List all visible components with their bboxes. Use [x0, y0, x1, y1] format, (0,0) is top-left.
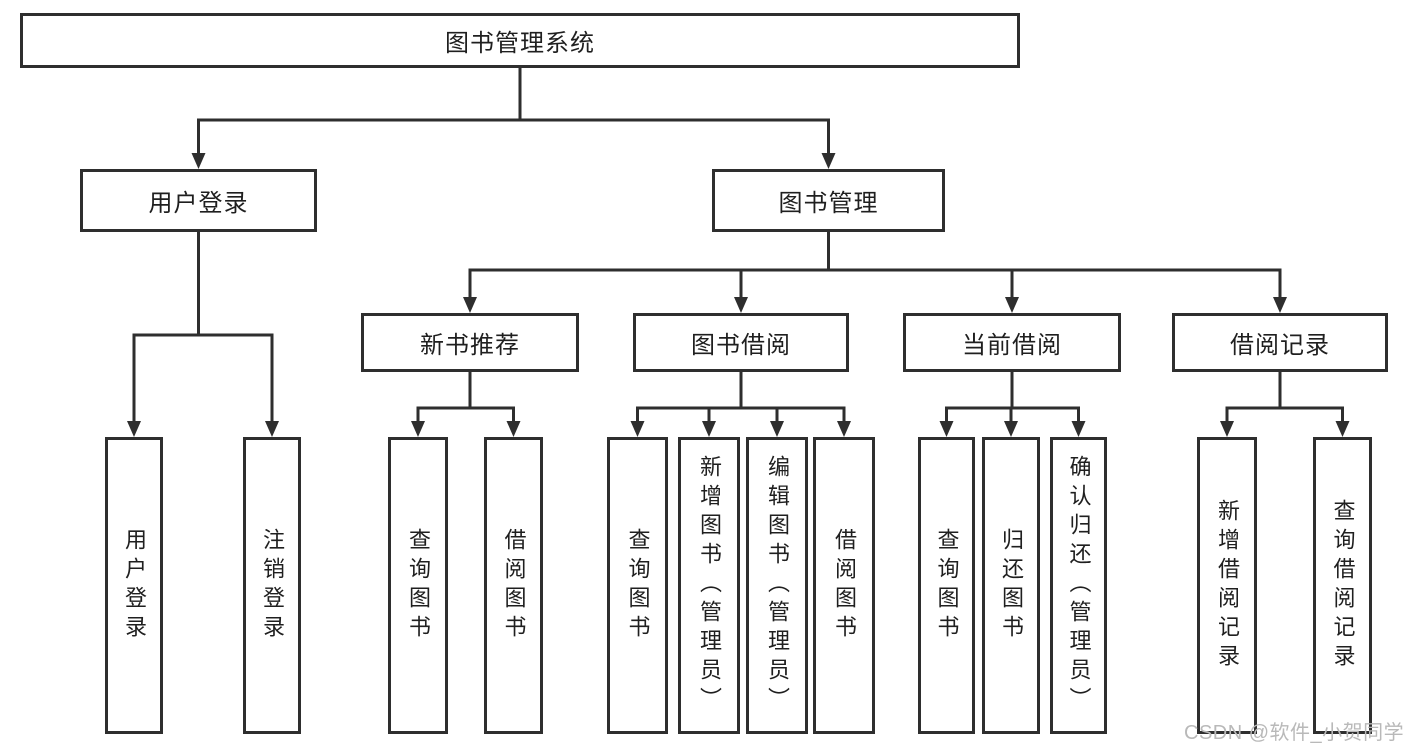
node-user-login: 用户登录 — [80, 169, 317, 232]
node-bb-borrow-book: 借阅图书 — [813, 437, 875, 734]
node-label: 新增借阅记录 — [1215, 498, 1240, 673]
arrowhead-icon — [939, 421, 954, 437]
arrowhead-icon — [506, 421, 521, 437]
node-root: 图书管理系统 — [20, 13, 1020, 68]
node-leaf-logout: 注销登录 — [243, 437, 301, 734]
node-label: 查询借阅记录 — [1330, 498, 1356, 673]
node-book-mgmt: 图书管理 — [712, 169, 945, 232]
arrowhead-icon — [1071, 421, 1086, 437]
node-leaf-user-login: 用户登录 — [105, 437, 163, 734]
node-cb-confirm-return: 确认归还（管理员） — [1050, 437, 1107, 734]
node-label: 查询图书 — [934, 527, 960, 644]
arrowhead-icon — [1273, 297, 1287, 313]
node-label: 借阅记录 — [1230, 332, 1330, 359]
node-cb-return-book: 归还图书 — [982, 437, 1040, 734]
arrowhead-icon — [265, 421, 279, 437]
node-label: 确认归还（管理员） — [1066, 455, 1092, 716]
node-current-borrow: 当前借阅 — [903, 313, 1121, 372]
node-borrow-record: 借阅记录 — [1172, 313, 1388, 372]
node-label: 注销登录 — [260, 527, 285, 644]
arrowhead-icon — [191, 153, 206, 169]
node-label: 用户登录 — [148, 190, 249, 217]
node-label: 新增图书（管理员） — [697, 455, 722, 716]
node-label: 当前借阅 — [962, 332, 1062, 359]
node-cb-query-book: 查询图书 — [918, 437, 975, 734]
node-bb-edit-book: 编辑图书（管理员） — [746, 437, 808, 734]
node-label: 图书管理 — [778, 190, 879, 217]
arrowhead-icon — [734, 297, 748, 313]
node-label: 归还图书 — [999, 527, 1024, 644]
arrowhead-icon — [127, 421, 141, 437]
arrowhead-icon — [463, 297, 477, 313]
arrowhead-icon — [1220, 421, 1234, 437]
arrowhead-icon — [702, 421, 716, 437]
watermark: CSDN @软件_小贺同学 — [1184, 722, 1405, 744]
node-book-borrow: 图书借阅 — [633, 313, 849, 372]
node-nbr-borrow-book: 借阅图书 — [484, 437, 543, 734]
arrowhead-icon — [1005, 297, 1019, 313]
arrowhead-icon — [1335, 421, 1350, 437]
arrowhead-icon — [630, 421, 645, 437]
node-label: 用户登录 — [122, 527, 147, 644]
node-br-query-record: 查询借阅记录 — [1313, 437, 1372, 734]
node-label: 查询图书 — [625, 527, 651, 644]
node-br-add-record: 新增借阅记录 — [1197, 437, 1257, 734]
node-bb-query-book: 查询图书 — [607, 437, 668, 734]
node-nbr-query-book: 查询图书 — [388, 437, 448, 734]
node-label: 借阅图书 — [832, 527, 857, 644]
arrowhead-icon — [1004, 421, 1018, 437]
node-bb-add-book: 新增图书（管理员） — [678, 437, 740, 734]
node-label: 查询图书 — [406, 527, 431, 644]
node-label: 图书管理系统 — [445, 30, 595, 57]
node-label: 新书推荐 — [420, 332, 520, 359]
node-label: 借阅图书 — [501, 527, 527, 644]
node-label: 编辑图书（管理员） — [765, 455, 790, 716]
arrowhead-icon — [770, 421, 784, 437]
node-new-book-rec: 新书推荐 — [361, 313, 579, 372]
arrowhead-icon — [837, 421, 851, 437]
arrowhead-icon — [821, 153, 836, 169]
node-label: 图书借阅 — [691, 332, 791, 359]
arrowhead-icon — [411, 421, 425, 437]
